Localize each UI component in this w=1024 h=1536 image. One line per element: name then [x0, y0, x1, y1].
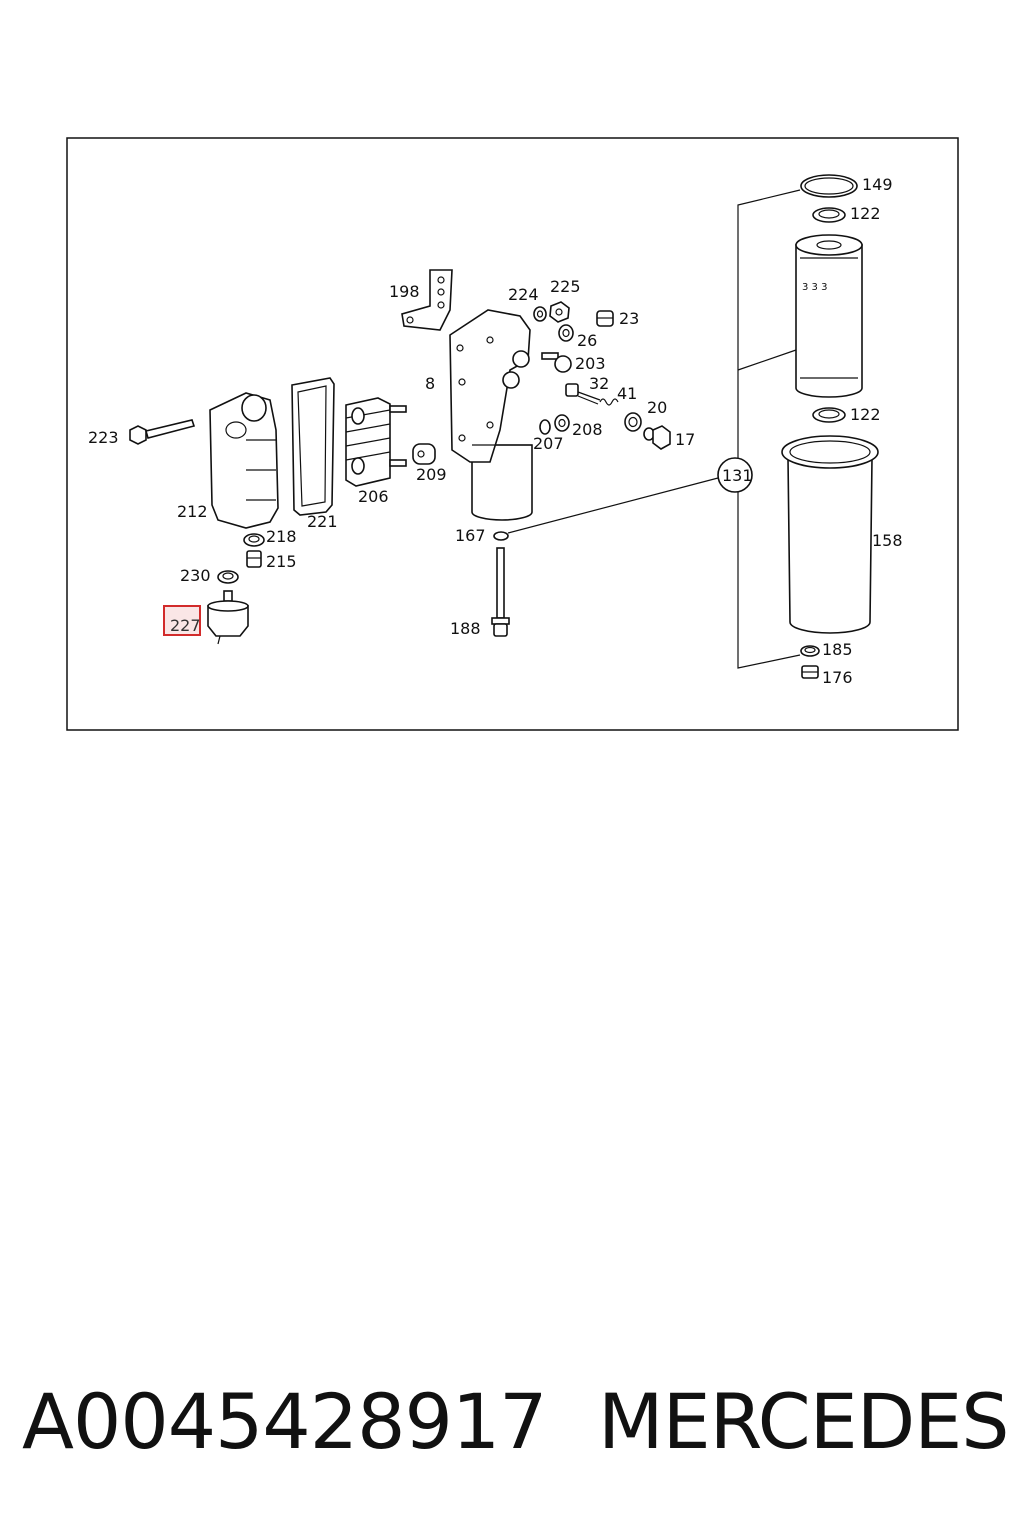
label-207: 207	[533, 434, 564, 453]
part-188-bolt	[491, 547, 510, 637]
part-207-washer	[539, 419, 551, 435]
part-122-seal-top	[812, 207, 846, 223]
part-41-ring	[624, 412, 642, 432]
label-212: 212	[177, 502, 208, 521]
label-20: 20	[647, 398, 667, 417]
part-225-nut	[549, 301, 570, 323]
part-208-washer	[554, 414, 570, 432]
label-203: 203	[575, 354, 606, 373]
label-17: 17	[675, 430, 695, 449]
part-26-washer	[558, 324, 574, 342]
part-149-oring	[800, 174, 858, 198]
part-227-sensor	[207, 590, 249, 645]
label-188: 188	[450, 619, 481, 638]
part-167-seal	[493, 531, 509, 541]
label-198: 198	[389, 282, 420, 301]
part-spring	[599, 398, 619, 406]
label-223: 223	[88, 428, 119, 447]
diagram-frame	[66, 137, 959, 731]
part-221-gasket	[291, 377, 335, 516]
part-185-seal	[800, 645, 820, 657]
label-149: 149	[862, 175, 893, 194]
label-26: 26	[577, 331, 597, 350]
part-filter-element: 3 3 3	[795, 234, 863, 398]
label-218: 218	[266, 527, 297, 546]
label-167: 167	[455, 526, 486, 545]
label-215: 215	[266, 552, 297, 571]
part-122-seal-bottom	[812, 407, 846, 423]
highlight-box-227	[163, 605, 201, 636]
brand-name: MERCEDES	[598, 1377, 1009, 1466]
label-23: 23	[619, 309, 639, 328]
part-number: A0045428917	[22, 1377, 548, 1466]
part-17-plug	[643, 425, 671, 450]
part-23-plug	[596, 310, 614, 327]
part-206-oil-cooler	[345, 397, 407, 487]
part-209-gasket	[412, 443, 436, 465]
label-176: 176	[822, 668, 853, 687]
callout-131	[507, 457, 753, 534]
part-198-bracket	[401, 269, 453, 331]
label-224: 224	[508, 285, 539, 304]
label-227: 227	[170, 616, 201, 635]
part-158-housing-cup	[781, 435, 879, 634]
svg-text:3 3 3: 3 3 3	[802, 282, 827, 293]
footer: A0045428917 MERCEDES	[0, 1372, 1024, 1472]
part-32-bolt	[565, 383, 601, 405]
part-223-bolt	[129, 419, 196, 445]
label-122-top: 122	[850, 204, 881, 223]
part-224-washer	[533, 306, 547, 322]
part-212-cover	[209, 392, 279, 529]
part-203-bolt	[541, 352, 572, 373]
label-225: 225	[550, 277, 581, 296]
part-230-seal	[217, 570, 239, 584]
part-215-plug	[246, 550, 262, 568]
label-8: 8	[425, 374, 435, 393]
part-8-filter-head	[449, 309, 533, 521]
label-122-bottom: 122	[850, 405, 881, 424]
label-230: 230	[180, 566, 211, 585]
label-131: 131	[722, 466, 753, 485]
label-221: 221	[307, 512, 338, 531]
label-206: 206	[358, 487, 389, 506]
label-158: 158	[872, 531, 903, 550]
label-209: 209	[416, 465, 447, 484]
label-32: 32	[589, 374, 609, 393]
part-176-plug	[801, 665, 819, 679]
label-185: 185	[822, 640, 853, 659]
filter-bracket	[737, 189, 801, 669]
label-41: 41	[617, 384, 637, 403]
label-208: 208	[572, 420, 603, 439]
part-218-seal	[243, 533, 265, 547]
